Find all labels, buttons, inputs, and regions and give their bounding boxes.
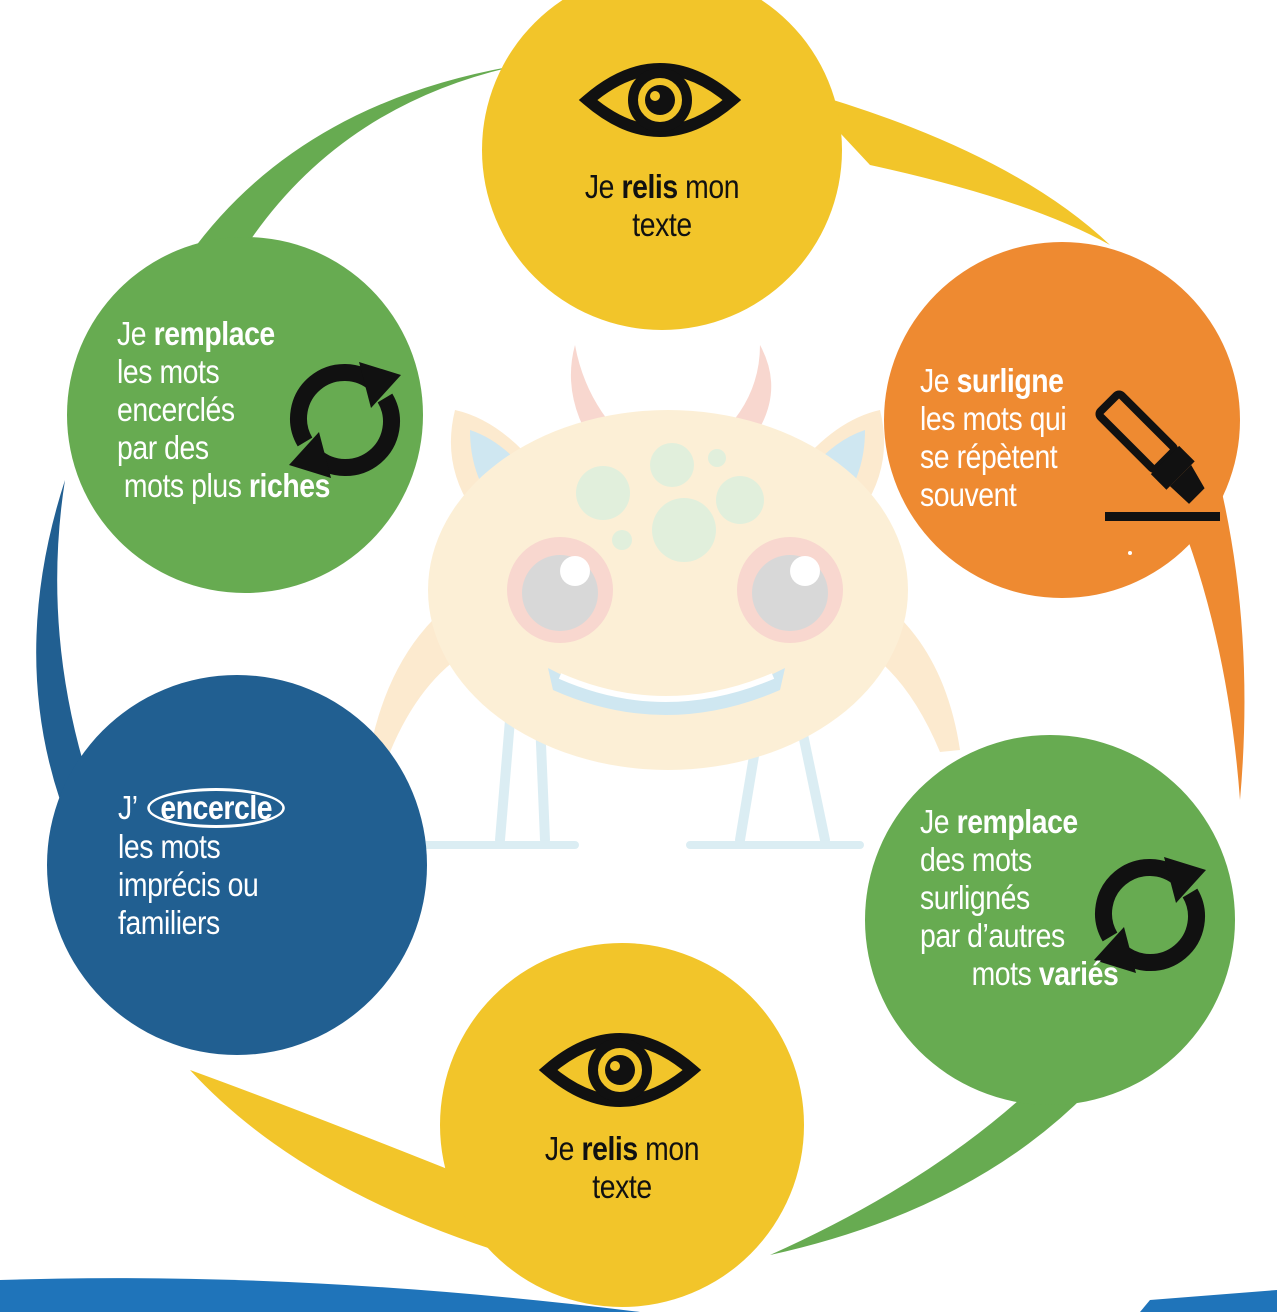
refresh-icon (289, 362, 401, 478)
footer-band (0, 1278, 640, 1312)
step-circle-remplace-varies (865, 735, 1235, 1105)
step-circle-relis-bottom (440, 943, 804, 1307)
decorative-dot (1128, 551, 1132, 555)
eye-icon (538, 1033, 702, 1107)
circled-word: encercle (147, 788, 286, 828)
step-circle-relis-top (482, 0, 842, 330)
eye-icon (578, 63, 742, 137)
step-text-remplace-varies: Je remplace des mots surlignés par d’aut… (920, 803, 1119, 992)
step-text-remplace-riches: Je remplace les mots encerclés par des m… (117, 315, 330, 504)
highlighter-icon (1095, 390, 1220, 521)
step-text-surligne: Je surligne les mots qui se répètent sou… (920, 362, 1067, 513)
refresh-icon (1094, 857, 1206, 973)
step-text-encercle: J’ encercle les mots imprécis ou familie… (118, 788, 286, 942)
step-text-relis-bottom: Je relis mon texte (544, 1130, 700, 1205)
step-circle-encercle (47, 675, 427, 1055)
step-text-relis-top: Je relis mon texte (584, 168, 740, 243)
footer-band-right (1140, 1290, 1277, 1312)
step-circle-remplace-riches (67, 237, 423, 593)
monster-illustration (370, 345, 960, 849)
step-circle-surligne (884, 242, 1240, 598)
